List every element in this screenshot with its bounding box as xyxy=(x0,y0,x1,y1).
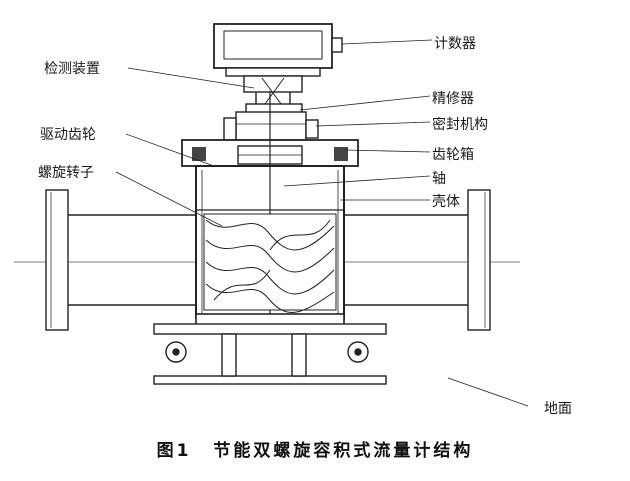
leader-lines xyxy=(115,39,529,407)
support-cart xyxy=(153,323,387,385)
label-housing: 壳体 xyxy=(432,194,460,210)
label-shaft: 轴 xyxy=(432,171,446,187)
label-ground: 地面 xyxy=(544,401,572,417)
screw-rotors xyxy=(203,213,337,313)
label-seal: 密封机构 xyxy=(432,117,488,133)
label-drive-gear: 驱动齿轮 xyxy=(40,127,96,143)
figure-title: 节能双螺旋容积式流量计结构 xyxy=(213,441,474,461)
label-rotor: 螺旋转子 xyxy=(38,165,94,181)
label-counter: 计数器 xyxy=(434,36,476,52)
right-flange xyxy=(467,189,491,331)
counter-box xyxy=(213,23,343,77)
left-flange xyxy=(45,189,69,331)
seal-block xyxy=(223,111,319,141)
label-detector: 检测装置 xyxy=(44,61,100,77)
label-rectifier: 精修器 xyxy=(432,91,474,107)
label-gearbox: 齿轮箱 xyxy=(432,147,474,163)
pipe xyxy=(68,214,468,306)
figure-caption: 图1 节能双螺旋容积式流量计结构 xyxy=(0,436,630,461)
detector-assembly xyxy=(243,75,303,115)
figure-number: 图1 xyxy=(156,441,192,461)
